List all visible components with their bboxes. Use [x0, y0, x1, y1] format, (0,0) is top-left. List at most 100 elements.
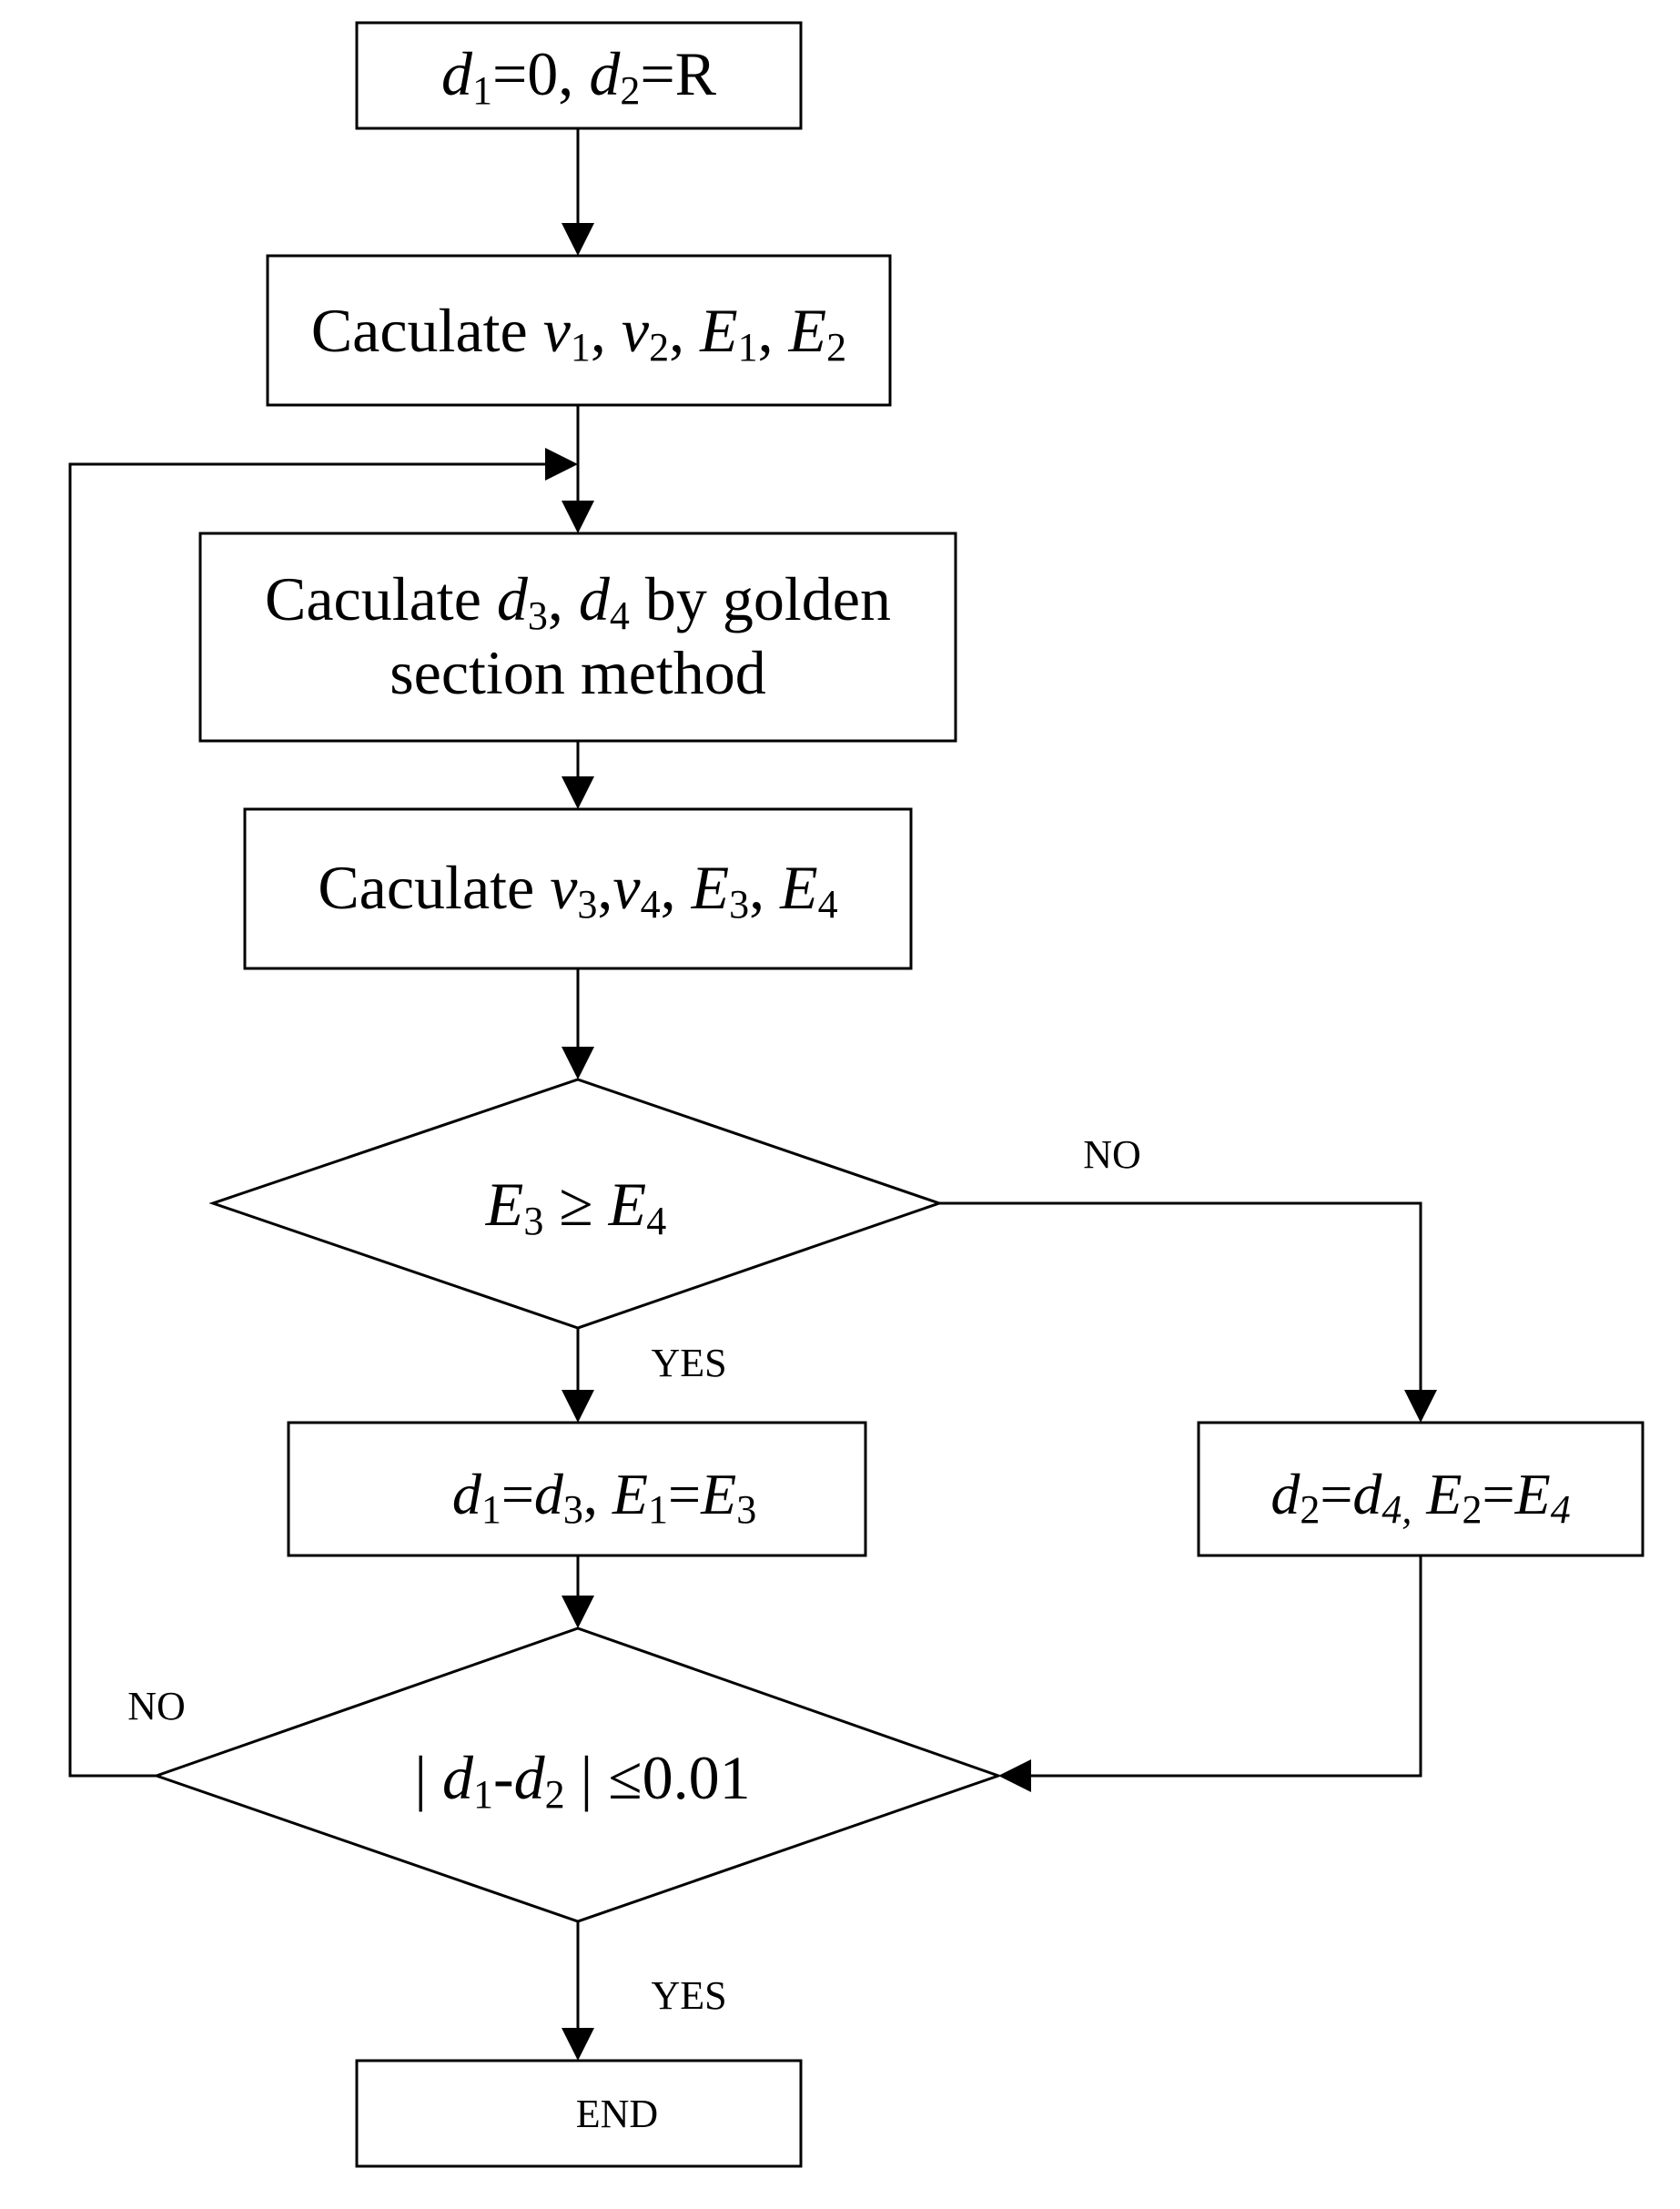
- arrow-head: [562, 776, 594, 809]
- decision1-text-part: 4: [646, 1199, 666, 1243]
- calc-v1-text-part: E: [788, 296, 827, 365]
- start-text-part: 2: [620, 68, 640, 113]
- calc-v1-text-part: E: [699, 296, 738, 365]
- calc-v3-text-part: v: [612, 853, 641, 922]
- calc-d3-label-line2: section method: [390, 638, 766, 707]
- decision2-text-part: -: [493, 1743, 514, 1812]
- calc-v1-node: [266, 254, 892, 407]
- edge-decision1-no: [939, 1201, 1422, 1390]
- decision2-text-part: d: [442, 1743, 474, 1812]
- calc-v1-text-part: 2: [826, 325, 846, 370]
- assign-no-text-part: 2: [1462, 1487, 1483, 1532]
- decision-e3-label: E3 ≥ E4: [485, 1170, 666, 1243]
- start-node: [355, 21, 803, 130]
- assign-no-text-part: E: [1425, 1462, 1462, 1526]
- decision1-no-label: NO: [1083, 1132, 1141, 1177]
- calc-v3-text-part: v: [550, 853, 578, 922]
- calc-v1-text-part: 2: [649, 325, 669, 370]
- assign-no-node: [1197, 1421, 1645, 1557]
- calc-v1-text-part: ,: [669, 296, 700, 365]
- decision2-yes-label: YES: [651, 1973, 726, 2018]
- calc-d3-line1-text-part: 3: [528, 593, 548, 638]
- assign-yes-text-part: E: [612, 1462, 648, 1526]
- decision1-yes-label: YES: [651, 1341, 726, 1385]
- calc-v3-text-part: 4: [641, 882, 661, 927]
- calc-v1-text-part: v: [622, 296, 650, 365]
- assign-no-text-part: =: [1320, 1462, 1352, 1526]
- assign-no-text-part: [1412, 1462, 1426, 1526]
- decision2-text-part: |: [414, 1743, 442, 1812]
- assign-yes-text-part: =: [501, 1462, 534, 1526]
- calc-d3-line1-text-part: Caculate: [265, 564, 497, 633]
- assign-yes-text-part: 1: [648, 1487, 668, 1532]
- assign-yes-node: [287, 1421, 867, 1557]
- start-text-part: d: [441, 39, 473, 108]
- decision2-text-part: | ≤0.01: [565, 1743, 751, 1812]
- arrow-head: [562, 223, 594, 256]
- decision2-text-part: 1: [473, 1772, 493, 1817]
- calc-v1-text-part: 1: [571, 325, 591, 370]
- start-label: d1=0, d2=R: [441, 39, 717, 113]
- calc-v3-text-part: ,: [661, 853, 692, 922]
- calc-v1-text-part: Caculate: [311, 296, 543, 365]
- assign-yes-text-part: d: [534, 1462, 564, 1526]
- calc-d3-line1-text-part: d: [497, 564, 529, 633]
- end-label: END: [576, 2092, 658, 2136]
- edge-assign-no-to-decision2: [1031, 1555, 1422, 1778]
- assign-no-text-part: E: [1514, 1462, 1551, 1526]
- calc-v3-label: Caculate v3,v4, E3, E4: [318, 853, 837, 927]
- start-text-part: 1: [472, 68, 492, 113]
- decision1-text-part: E: [485, 1170, 524, 1239]
- calc-d3-line1-text-part: by golden: [630, 564, 891, 633]
- arrow-head: [562, 501, 594, 533]
- assign-yes-text-part: ,: [583, 1462, 612, 1526]
- start-text-part: =0,: [492, 39, 589, 108]
- calc-v3-text-part: Caculate: [318, 853, 550, 922]
- calc-d3-line1-text-part: d: [579, 564, 611, 633]
- assign-no-text-part: 2: [1300, 1487, 1320, 1532]
- calc-v3-text-part: ,: [597, 853, 612, 922]
- assign-no-text-part: d: [1352, 1462, 1382, 1526]
- assign-no-text-part: 4: [1551, 1487, 1571, 1532]
- calc-d3-line2-text-part: section method: [390, 638, 766, 707]
- calc-v3-node: [243, 807, 913, 970]
- arrow-head: [562, 1390, 594, 1423]
- decision1-text-part: 3: [523, 1199, 543, 1243]
- calc-v3-text-part: ,: [749, 853, 780, 922]
- assign-yes-label: d1=d3, E1=E3: [452, 1462, 756, 1532]
- end-node: [355, 2059, 803, 2168]
- arrow-head: [998, 1759, 1031, 1792]
- assign-yes-text-part: d: [452, 1462, 482, 1526]
- start-text-part: d: [589, 39, 621, 108]
- decision1-text-part: ≥: [543, 1170, 608, 1239]
- start-text-part: =R: [640, 39, 716, 108]
- calc-v1-text-part: ,: [758, 296, 789, 365]
- assign-yes-text-part: 3: [563, 1487, 583, 1532]
- calc-v3-text-part: E: [691, 853, 730, 922]
- calc-v1-text-part: v: [543, 296, 572, 365]
- assign-yes-text-part: E: [700, 1462, 736, 1526]
- decision2-no-label: NO: [127, 1684, 186, 1728]
- assign-yes-text-part: =: [668, 1462, 701, 1526]
- calc-v1-text-part: ,: [591, 296, 622, 365]
- end-text-part: END: [576, 2092, 658, 2136]
- calc-v3-text-part: 3: [729, 882, 749, 927]
- calc-v1-label: Caculate v1, v2, E1, E2: [311, 296, 846, 370]
- assign-no-text-part: =: [1483, 1462, 1515, 1526]
- assign-yes-text-part: 3: [736, 1487, 756, 1532]
- assign-no-text-part: 4,: [1381, 1487, 1412, 1532]
- calc-v3-text-part: 3: [577, 882, 597, 927]
- calc-d3-line1-text-part: 4: [610, 593, 630, 638]
- calc-d3-label-line1: Caculate d3, d4 by golden: [265, 564, 891, 638]
- assign-no-label: d2=d4, E2=E4: [1270, 1462, 1570, 1532]
- edge-decision2-no-loop: [68, 462, 545, 1778]
- decision2-text-part: d: [514, 1743, 546, 1812]
- arrow-head: [545, 448, 578, 481]
- calc-v3-text-part: E: [779, 853, 818, 922]
- assign-no-text-part: d: [1270, 1462, 1300, 1526]
- calc-d3-line1-text-part: ,: [548, 564, 579, 633]
- arrow-head: [562, 1596, 594, 1628]
- calc-v1-text-part: 1: [738, 325, 758, 370]
- arrow-head: [562, 1047, 594, 1079]
